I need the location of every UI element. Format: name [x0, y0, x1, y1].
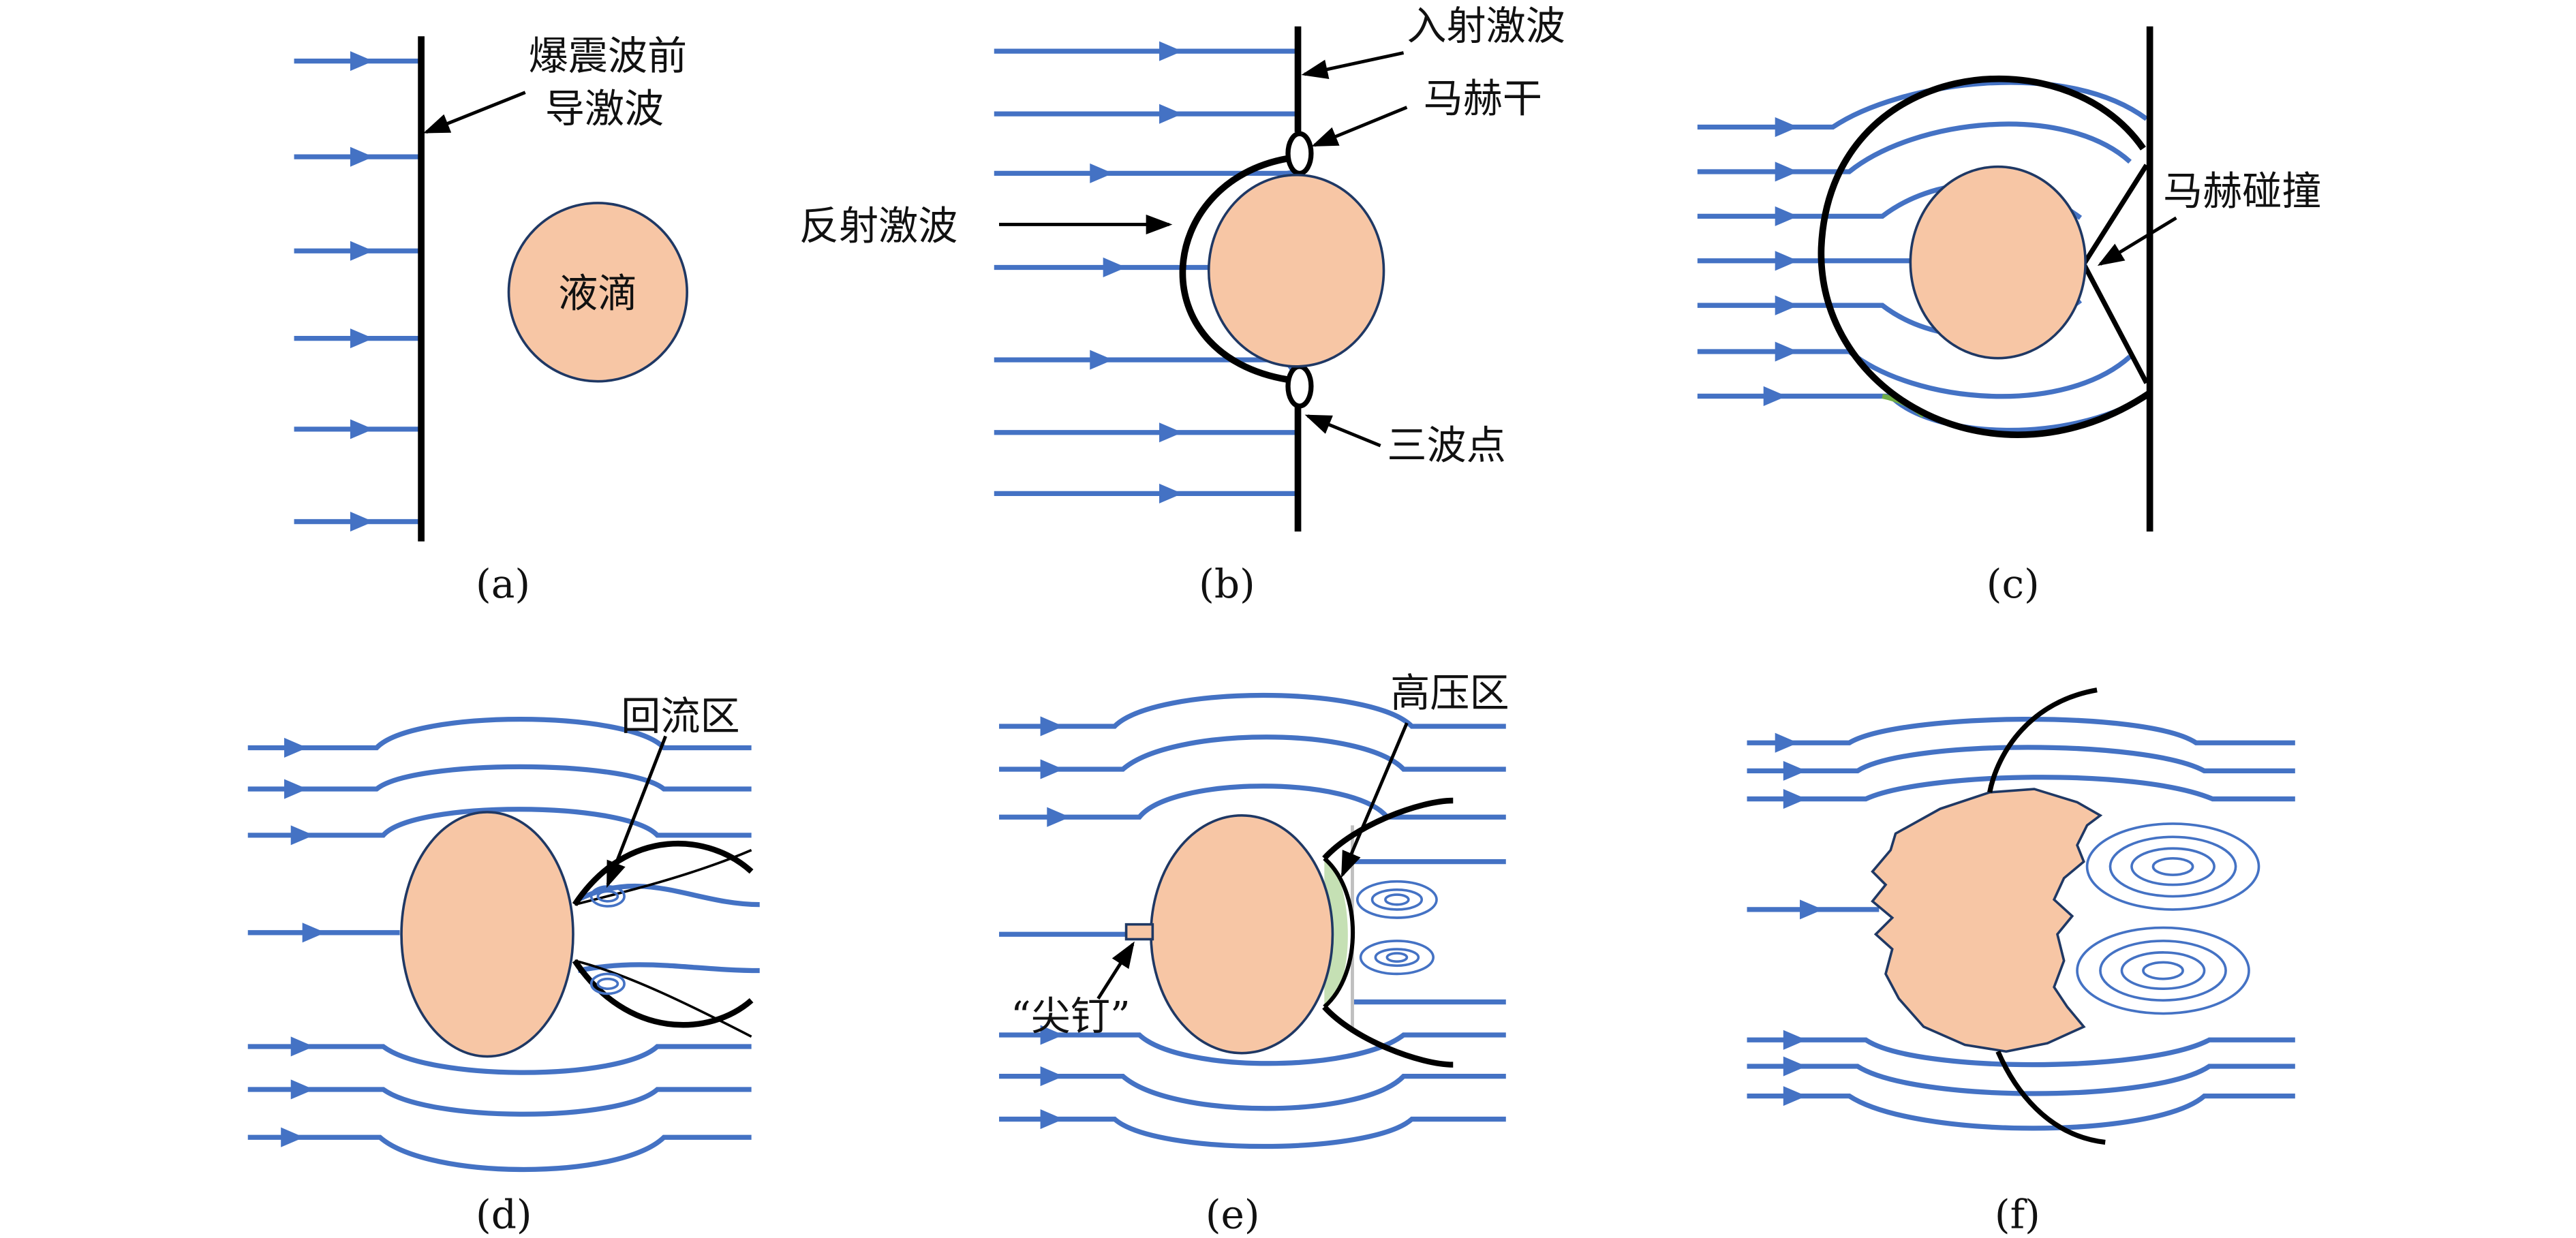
panel-f: (f)	[1747, 687, 2295, 1237]
flow-arrowheads	[1775, 732, 1823, 1107]
wake-shear-layers	[572, 841, 754, 1038]
panel-c: 马赫碰撞 (c)	[1697, 26, 2322, 607]
droplet	[1207, 173, 1385, 368]
flow-lines	[1747, 717, 2295, 1131]
shock-label-line1: 爆震波前	[529, 33, 688, 79]
reflected-shock	[1179, 155, 1289, 383]
caption-e: (e)	[1206, 1191, 1260, 1237]
panel-a: 爆震波前 导激波 液滴 (a)	[294, 33, 688, 607]
mach-stem-lower	[1285, 364, 1314, 409]
triple-point-label-pointer	[1304, 414, 1381, 448]
droplet	[1909, 165, 2087, 360]
flow-arrowheads	[1763, 117, 1798, 406]
caption-c: (c)	[1987, 561, 2040, 607]
caption-a: (a)	[476, 561, 530, 607]
recirculation-label: 回流区	[621, 693, 739, 739]
mach-stem-label-pointer	[1311, 106, 1408, 147]
droplet	[400, 811, 574, 1058]
high-pressure-zone	[1324, 858, 1348, 1007]
droplet	[1150, 814, 1334, 1055]
panel-e: 高压区 “尖钉” (e)	[999, 670, 1509, 1237]
high-pressure-pointer	[1340, 722, 1409, 878]
wake-vortices	[2076, 822, 2260, 1015]
mach-stem-label: 马赫干	[1424, 76, 1542, 122]
recirculation-pointer	[606, 735, 667, 888]
high-pressure-label: 高压区	[1390, 670, 1509, 716]
wake-vortices	[1355, 880, 1438, 976]
panel-d: 回流区 (d)	[247, 693, 760, 1237]
mach-collision-label: 马赫碰撞	[2163, 168, 2322, 214]
panel-b: 入射激波 马赫干 反射激波 三波点 (b)	[799, 3, 1565, 607]
flow-arrowheads	[1090, 41, 1182, 504]
mach-collision-wave	[2081, 164, 2149, 384]
spike	[1124, 923, 1154, 941]
recirculation-vortices	[589, 885, 626, 995]
droplet	[507, 202, 688, 383]
shock-label-line2: 导激波	[545, 85, 664, 131]
flow-arrowheads	[350, 51, 373, 532]
reflected-shock	[1818, 76, 2152, 438]
spike-label: “尖钉”	[1011, 993, 1131, 1040]
shock-waves	[1987, 687, 2106, 1145]
fragmenting-droplet	[1871, 788, 2103, 1053]
caption-b: (b)	[1199, 561, 1255, 607]
caption-f: (f)	[1995, 1191, 2040, 1237]
flow-arrowheads	[1040, 716, 1071, 1130]
flow-lines	[294, 59, 422, 525]
reflected-shock-label: 反射激波	[799, 202, 958, 249]
caption-d: (d)	[476, 1191, 532, 1237]
triple-point-label: 三波点	[1387, 422, 1505, 469]
spike-pointer	[1097, 941, 1135, 1000]
mach-collision-pointer	[2097, 216, 2177, 266]
incident-shock-label: 入射激波	[1407, 3, 1565, 49]
shock-waves	[1322, 797, 1454, 1068]
droplet-label: 液滴	[558, 270, 637, 317]
incident-label-pointer	[1301, 51, 1405, 80]
mach-stem-upper	[1285, 131, 1314, 176]
shock-label-pointer	[423, 91, 526, 134]
flow-arrowheads	[281, 737, 326, 1147]
